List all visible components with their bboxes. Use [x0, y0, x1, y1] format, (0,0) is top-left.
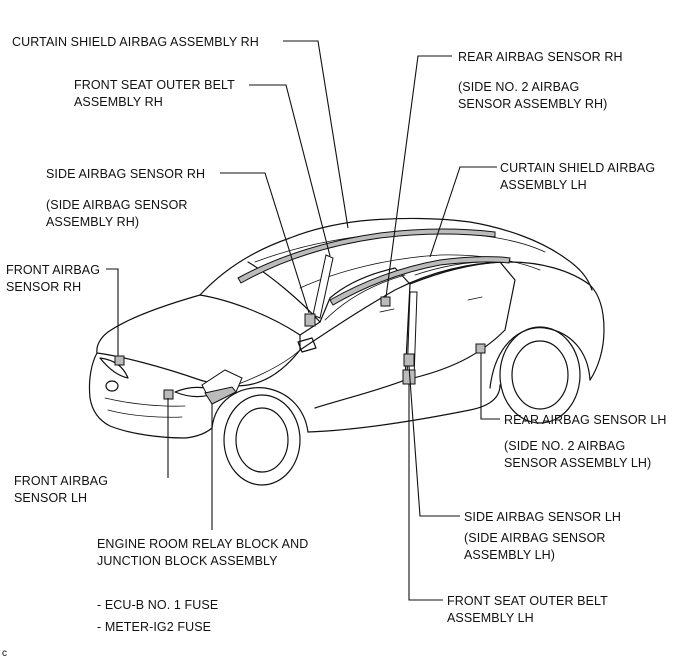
curtain-shield-airbag-lh	[329, 256, 511, 306]
leader-curtain-lh	[429, 166, 497, 258]
leader-front-belt-lh	[408, 384, 443, 601]
front-airbag-sensor-rh-part	[114, 355, 125, 366]
leader-rear-sensor-rh	[385, 55, 452, 298]
car-fog-light	[105, 380, 119, 392]
component-labels: CURTAIN SHIELD AIRBAG ASSEMBLY RH FRONT …	[2, 35, 667, 659]
car-rear-rim	[511, 340, 569, 410]
car-headlight-right	[99, 357, 129, 379]
label-side-sensor-lh-sub1: (SIDE AIRBAG SENSOR	[464, 531, 606, 545]
front-seat-outer-belt-rh	[312, 254, 334, 319]
label-side-sensor-rh-sub1: (SIDE AIRBAG SENSOR	[46, 198, 188, 212]
side-airbag-sensor-rh-part	[304, 313, 316, 327]
label-front-belt-rh-line1: FRONT SEAT OUTER BELT	[74, 78, 235, 92]
label-rear-sensor-lh: REAR AIRBAG SENSOR LH	[504, 413, 667, 427]
label-curtain-lh-line1: CURTAIN SHIELD AIRBAG	[500, 161, 655, 175]
car-roof-outline	[199, 217, 593, 296]
leader-front-sensor-rh	[106, 268, 119, 356]
car-door-handle-front	[379, 308, 395, 313]
label-rear-sensor-rh-sub2: SENSOR ASSEMBLY RH)	[458, 97, 607, 111]
leader-front-belt-rh	[249, 84, 331, 257]
car-side-body	[299, 261, 605, 381]
leader-side-sensor-lh	[408, 365, 460, 517]
front-airbag-sensor-lh-part	[163, 389, 174, 400]
label-rear-sensor-lh-sub1: (SIDE NO. 2 AIRBAG	[504, 439, 625, 453]
leader-curtain-rh	[283, 40, 349, 229]
car-door-handle-rear	[467, 296, 483, 301]
car-front-wheel	[223, 394, 301, 486]
car-front-bumper	[88, 352, 213, 439]
label-side-sensor-lh-sub2: ASSEMBLY LH)	[464, 548, 555, 562]
car-hood	[96, 294, 301, 387]
label-fuse-ecu-b: - ECU-B NO. 1 FUSE	[97, 598, 218, 612]
leader-rear-sensor-lh	[480, 353, 500, 420]
label-front-sensor-lh-line2: SENSOR LH	[14, 491, 87, 505]
label-curtain-lh-line2: ASSEMBLY LH	[500, 178, 587, 192]
label-side-sensor-rh: SIDE AIRBAG SENSOR RH	[46, 167, 205, 181]
side-airbag-sensor-lh-part	[403, 353, 415, 367]
label-front-sensor-rh-line2: SENSOR RH	[6, 280, 81, 294]
car-roof-rail-left	[299, 254, 541, 289]
label-relay-block-line1: ENGINE ROOM RELAY BLOCK AND	[97, 537, 308, 551]
label-fuse-meter-ig2: - METER-IG2 FUSE	[97, 620, 211, 634]
car-rear-wheel-arch	[489, 327, 591, 389]
corner-code: c	[2, 648, 7, 659]
label-front-sensor-lh-line1: FRONT AIRBAG	[14, 474, 108, 488]
label-curtain-shield-rh: CURTAIN SHIELD AIRBAG ASSEMBLY RH	[12, 35, 259, 49]
curtain-shield-airbag-rh	[237, 228, 496, 284]
car-front-wheel-arch	[211, 387, 309, 433]
label-side-sensor-lh: SIDE AIRBAG SENSOR LH	[464, 510, 621, 524]
car-mirror	[297, 337, 317, 353]
car-front-rim	[235, 407, 289, 473]
airbag-components	[114, 228, 511, 405]
label-front-belt-lh-line2: ASSEMBLY LH	[447, 611, 534, 625]
label-front-belt-lh-line1: FRONT SEAT OUTER BELT	[447, 594, 608, 608]
car-rear-wheel	[499, 326, 581, 424]
car-rear-door	[404, 261, 516, 381]
car-grille	[104, 397, 186, 418]
leader-side-sensor-rh	[220, 172, 310, 314]
car-illustration	[88, 217, 605, 486]
engine-room-relay-block-cover	[204, 386, 237, 405]
label-rear-sensor-rh: REAR AIRBAG SENSOR RH	[458, 50, 623, 64]
rear-airbag-sensor-rh-part	[380, 296, 391, 307]
label-rear-sensor-rh-sub1: (SIDE NO. 2 AIRBAG	[458, 80, 579, 94]
label-side-sensor-rh-sub2: ASSEMBLY RH)	[46, 215, 139, 229]
label-relay-block-line2: JUNCTION BLOCK ASSEMBLY	[97, 554, 278, 568]
rear-airbag-sensor-lh-part	[475, 343, 486, 354]
label-rear-sensor-lh-sub2: SENSOR ASSEMBLY LH)	[504, 456, 651, 470]
car-rocker	[307, 384, 501, 433]
label-front-belt-rh-line2: ASSEMBLY RH	[74, 95, 163, 109]
leader-lines	[106, 40, 500, 601]
car-front-window	[324, 274, 406, 321]
label-front-sensor-rh-line1: FRONT AIRBAG	[6, 263, 100, 277]
